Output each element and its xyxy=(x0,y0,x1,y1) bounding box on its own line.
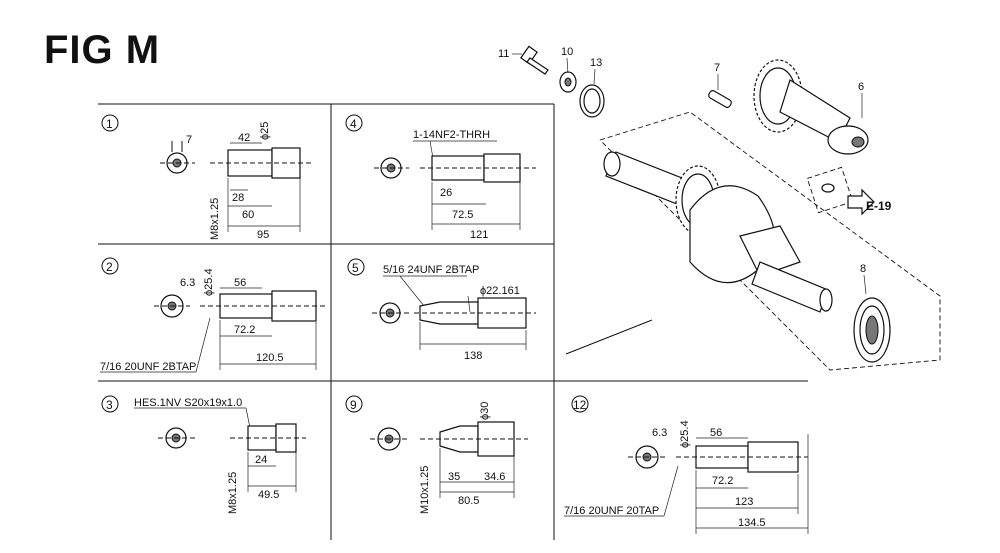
dim-label: 123 xyxy=(735,496,753,508)
dim-label: ϕ30 xyxy=(479,402,491,420)
dim-label: 138 xyxy=(464,350,482,362)
callout-11: 11 xyxy=(498,48,509,60)
dim-label: 34.6 xyxy=(484,471,505,483)
panel-3: 3 HES.1NV S20x19x1.0 24 49.5 M8x1.25 xyxy=(101,395,306,514)
panel-grid xyxy=(98,103,808,540)
panel-2: 2 6.3 ϕ25.4 56 72.2 120.5 7/16 20UNF 2BT… xyxy=(100,257,326,373)
dim-label: 56 xyxy=(710,427,722,439)
dim-label: 120.5 xyxy=(256,352,284,364)
dim-label: 56 xyxy=(234,277,246,289)
callout-10: 10 xyxy=(561,46,573,58)
panel-number: 2 xyxy=(106,260,113,274)
thread-spec: 1-14NF2-THRH xyxy=(413,129,490,141)
panel-1: 1 7 42 ϕ25 28 60 95 M8x1.25 xyxy=(101,114,312,241)
panel-9: 9 ϕ30 35 34.6 80.5 M10x1.25 xyxy=(345,395,528,514)
panel-4: 4 1-14NF2-THRH 26 72.5 121 xyxy=(345,114,536,241)
dim-label: M8x1.25 xyxy=(227,472,239,514)
reference-label: E-19 xyxy=(866,199,892,213)
panel-number: 9 xyxy=(350,398,357,412)
callout-6: 6 xyxy=(858,81,864,93)
panel-5: 5 5/16 24UNF 2BTAP ϕ22.161 138 xyxy=(347,258,536,362)
dim-label: ϕ25 xyxy=(259,122,271,140)
panel-number: 12 xyxy=(573,398,587,412)
dim-label: 42 xyxy=(238,132,250,144)
panel-number: 5 xyxy=(352,261,359,275)
dim-label: M10x1.25 xyxy=(419,466,431,514)
dim-label: M8x1.25 xyxy=(209,198,221,240)
dim-label: 35 xyxy=(448,471,460,483)
dim-label: 72.2 xyxy=(234,324,255,336)
dim-label: ϕ25.4 xyxy=(203,268,215,296)
dim-label: ϕ22.161 xyxy=(480,285,520,297)
thread-spec: 7/16 20UNF 2BTAP xyxy=(100,361,196,373)
thread-spec: HES.1NV S20x19x1.0 xyxy=(134,397,242,409)
dim-label: 60 xyxy=(242,209,254,221)
dim-label: 95 xyxy=(257,229,269,241)
dim-label: 26 xyxy=(440,187,452,199)
exploded-view: 11 10 13 7 6 xyxy=(498,45,941,371)
panel-number: 3 xyxy=(106,398,113,412)
dim-label: 134.5 xyxy=(738,517,766,529)
callout-8: 8 xyxy=(860,263,866,275)
dim-label: 24 xyxy=(255,454,267,466)
callout-13: 13 xyxy=(590,57,602,69)
panel-number: 1 xyxy=(106,117,113,131)
dim-label: 80.5 xyxy=(458,495,479,507)
dim-label: 121 xyxy=(470,229,488,241)
panel-number: 4 xyxy=(350,117,357,131)
dim-label: 6.3 xyxy=(652,427,667,439)
dim-label: 72.5 xyxy=(452,209,473,221)
dim-label: 7 xyxy=(186,134,192,146)
dim-label: 6.3 xyxy=(180,277,195,289)
dim-label: 49.5 xyxy=(258,489,279,501)
callout-7: 7 xyxy=(714,62,720,74)
thread-spec: 7/16 20UNF 20TAP xyxy=(564,505,659,517)
dim-label: 72.2 xyxy=(712,475,733,487)
panel-12: 12 6.3 ϕ25.4 56 72.2 123 134.5 7/16 20UN… xyxy=(564,395,809,534)
dim-label: ϕ25.4 xyxy=(679,420,691,448)
dim-label: 28 xyxy=(232,192,244,204)
thread-spec: 5/16 24UNF 2BTAP xyxy=(383,264,479,276)
figure-title: FIG M xyxy=(44,28,161,72)
